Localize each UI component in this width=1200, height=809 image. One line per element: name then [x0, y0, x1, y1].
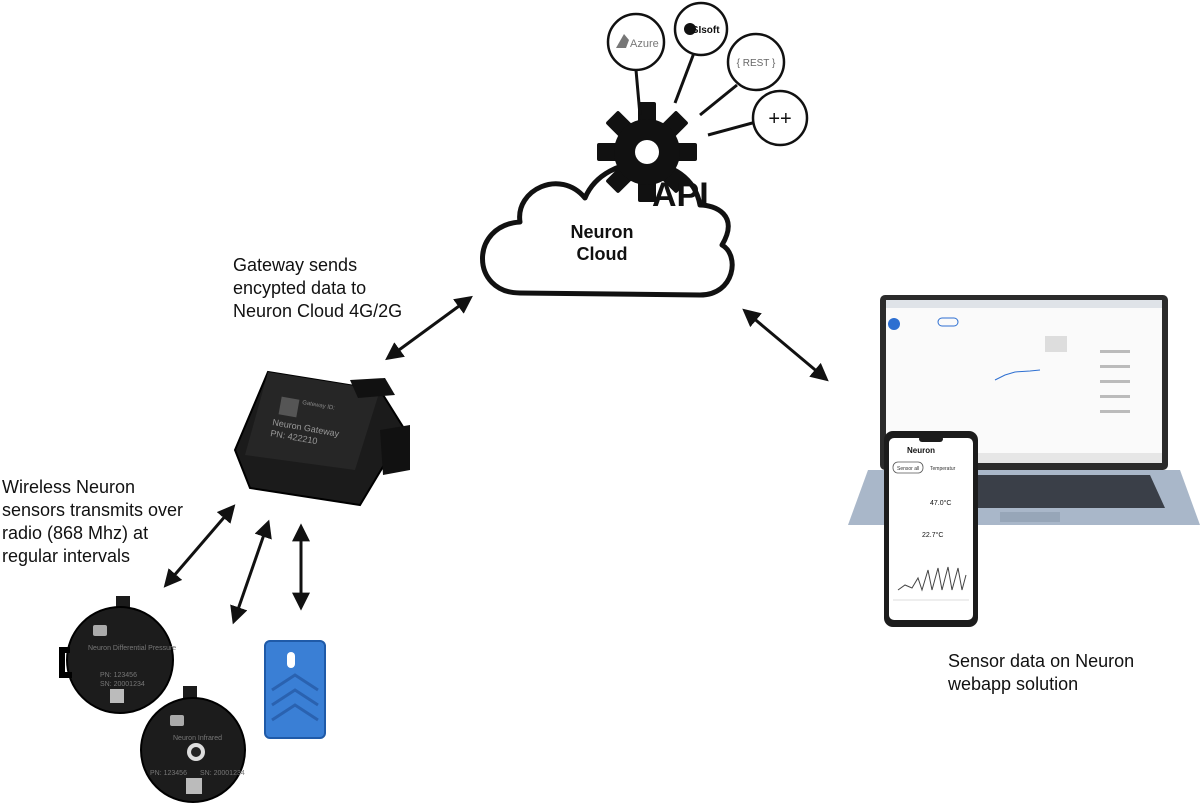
cloud-title: Neuron Cloud — [552, 221, 652, 265]
sensor2-gateway-arrow — [230, 519, 272, 625]
rest-icon: { REST } — [726, 32, 786, 92]
azure-logo-icon: Azure — [606, 12, 666, 72]
blue-tag-sensor — [264, 640, 326, 739]
sensors-caption-line-4: regular intervals — [2, 546, 131, 566]
sensors-caption-line-3: radio (868 Mhz) at — [2, 523, 149, 543]
differential-pressure-sensor: Neuron Differential Pressure PN: 123456 … — [59, 596, 176, 714]
cloud-title-line-2: Cloud — [576, 244, 628, 264]
phone-brand: Neuron — [907, 446, 935, 455]
gateway-caption-line-1: Gateway sends — [233, 255, 358, 275]
svg-text:++: ++ — [768, 108, 791, 130]
sensor1-gateway-arrow — [163, 504, 236, 588]
phone-reading-2: 22.7°C — [922, 531, 943, 539]
webapp-caption-line-1: Sensor data on Neuron — [948, 651, 1135, 671]
gateway-caption-line-2: encypted data to — [233, 278, 367, 298]
gear-icon — [597, 102, 697, 202]
plus-plus-icon: ++ — [751, 89, 809, 147]
phone-tab-1: Sensor all — [897, 466, 919, 472]
svg-text:Azure: Azure — [630, 38, 659, 50]
phone-reading-1: 47.0°C — [930, 499, 951, 507]
osisoft-logo-icon: OSIsoft — [673, 1, 729, 57]
infrared-sensor-sn: SN: 20001234 — [200, 770, 245, 777]
pressure-sensor-pn: PN: 123456 — [100, 672, 137, 679]
infrared-sensor-pn: PN: 123456 — [150, 770, 187, 777]
pressure-sensor-name: Neuron Differential Pressure — [88, 645, 176, 652]
pressure-sensor-sn: SN: 20001234 — [100, 681, 145, 688]
gateway-device-id: Gateway ID: — [302, 400, 336, 412]
phone-tab-2: Temperatur — [930, 466, 956, 472]
cloud-title-line-1: Neuron — [570, 222, 634, 242]
gateway-caption: Gateway sends encypted data to Neuron Cl… — [233, 254, 402, 323]
gateway-caption-line-3: Neuron Cloud 4G/2G — [233, 301, 403, 321]
data-flow-arrows — [163, 295, 829, 625]
gateway-cloud-arrow — [385, 295, 473, 361]
sensors-caption-line-2: sensors transmits over — [2, 500, 184, 520]
api-label: API — [652, 176, 709, 214]
svg-text:OSIsoft: OSIsoft — [684, 25, 720, 36]
infrared-sensor-name: Neuron Infrared — [173, 735, 222, 742]
smartphone: Neuron Sensor all Temperatur 47.0°C 22.7… — [884, 431, 978, 627]
gateway-device: Gateway ID: Neuron Gateway PN: 422210 — [233, 370, 410, 507]
webapp-caption: Sensor data on Neuron webapp solution — [948, 650, 1134, 696]
sensors-caption-line-1: Wireless Neuron — [2, 477, 136, 497]
cloud-webapp-arrow — [742, 308, 829, 382]
integration-links — [634, 44, 757, 137]
webapp-caption-line-2: webapp solution — [948, 674, 1079, 694]
infrared-sensor: Neuron Infrared PN: 123456 SN: 20001234 — [140, 686, 246, 803]
svg-text:{ REST }: { REST } — [737, 58, 776, 69]
sensors-caption: Wireless Neuron sensors transmits over r… — [2, 476, 183, 568]
